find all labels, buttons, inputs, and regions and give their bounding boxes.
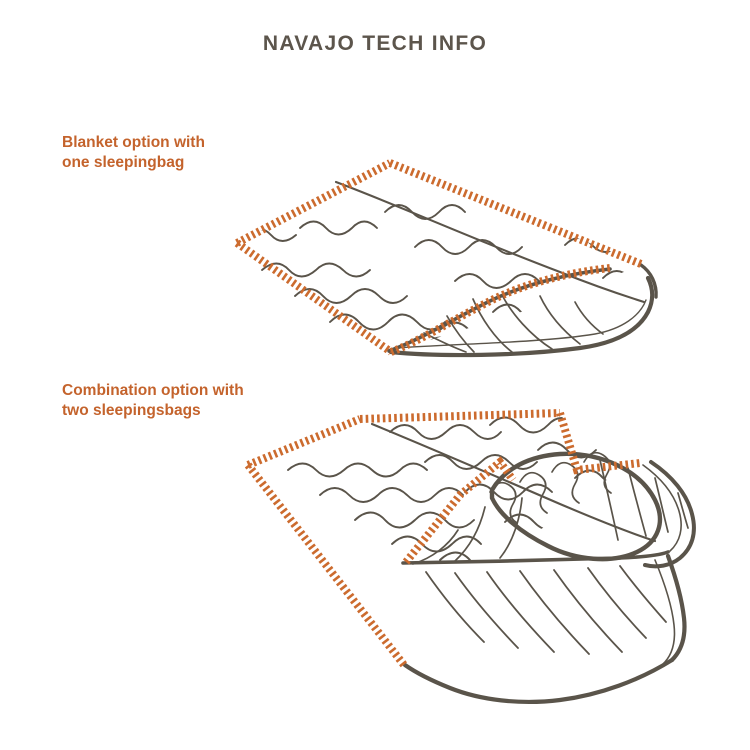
blanket2-right-panel-folds	[599, 459, 689, 541]
blanket1-roll-inner-line	[397, 299, 647, 349]
option-label-combination: Combination option with two sleepingsbag…	[62, 382, 244, 419]
blanket2-lower-right-inner-line	[654, 559, 676, 666]
blanket2-stitch-edge-left	[244, 462, 408, 668]
blanket1-flap-thick-edge	[388, 275, 655, 358]
blanket2-right-outer-edge	[643, 460, 696, 569]
blanket2-stitch-edge-top-left	[246, 415, 362, 469]
blanket1-stitch-edge-top-left	[235, 159, 392, 247]
blanket2-stitch-edge-right-step	[556, 411, 641, 475]
blanket2-middle-panel-waves	[489, 451, 612, 524]
option-label-blanket: Blanket option with one sleepingbag	[62, 134, 205, 171]
blanket2-crease-line	[370, 422, 657, 543]
blanket2-bottom-inner-line	[559, 664, 663, 701]
blanket1-stitch-edge-flap	[389, 264, 611, 356]
blanket2-horizontal-fold-thick	[401, 550, 670, 565]
blanket2-quilting-waves	[287, 416, 620, 561]
blanket1-crease-line	[334, 180, 646, 304]
blanket2-stitch-edge-flap	[402, 456, 517, 565]
blanket2-stitch-edge-top	[359, 409, 561, 423]
blanket2-roll-loop-thick	[489, 451, 663, 562]
blanket2-lower-panel-folds	[425, 565, 667, 655]
blanket2-lower-right-thick-edge	[665, 553, 687, 663]
blanket1-right-tip-edge	[639, 263, 658, 299]
blanket2-right-inner-edge	[642, 464, 682, 552]
blanket2-inner-fold-lines	[412, 497, 523, 565]
page-title: NAVAJO TECH INFO	[262, 32, 488, 55]
